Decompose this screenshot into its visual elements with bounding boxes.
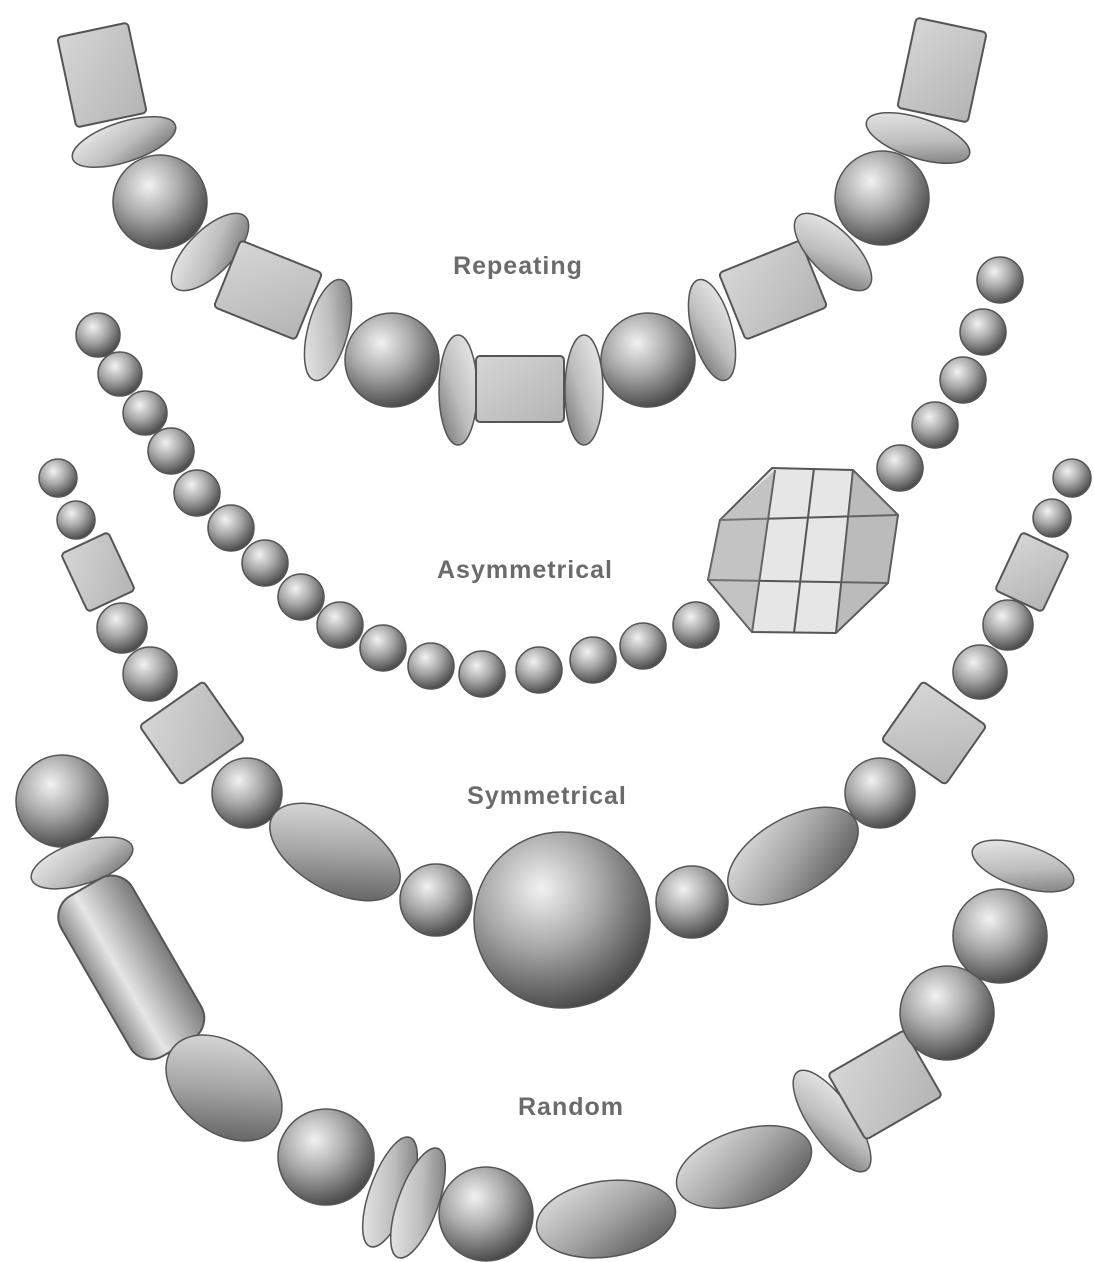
ball-bead bbox=[1053, 459, 1091, 497]
ball-bead bbox=[953, 645, 1007, 699]
ball-bead bbox=[39, 459, 77, 497]
ball-bead bbox=[123, 647, 177, 701]
ball-bead bbox=[57, 501, 95, 539]
ball-bead bbox=[601, 313, 695, 407]
ball-bead bbox=[345, 313, 439, 407]
ball-bead bbox=[877, 445, 923, 491]
ball-bead bbox=[835, 151, 929, 245]
ball-bead bbox=[16, 755, 108, 847]
ball-bead bbox=[1033, 499, 1071, 537]
ball-bead bbox=[459, 651, 505, 697]
ball-bead bbox=[148, 428, 194, 474]
disc-bead bbox=[439, 335, 477, 445]
ball-bead bbox=[673, 602, 719, 648]
block-bead bbox=[476, 356, 564, 422]
ball-bead bbox=[516, 647, 562, 693]
ball-bead bbox=[983, 600, 1033, 650]
ball-bead bbox=[278, 574, 324, 620]
ball-bead bbox=[278, 1109, 374, 1205]
ball-bead bbox=[113, 155, 207, 249]
block-bead bbox=[57, 23, 147, 128]
block-bead bbox=[897, 18, 987, 123]
ball-bead bbox=[977, 257, 1023, 303]
ball-bead bbox=[900, 966, 994, 1060]
ball-bead bbox=[174, 470, 220, 516]
ball-bead bbox=[439, 1167, 533, 1261]
ball-bead bbox=[408, 643, 454, 689]
ball-bead bbox=[960, 309, 1006, 355]
ball-bead bbox=[97, 603, 147, 653]
ball-bead bbox=[123, 391, 167, 435]
ball-bead bbox=[656, 866, 728, 938]
label-symmetrical: Symmetrical bbox=[467, 782, 627, 810]
ball-bead bbox=[76, 313, 120, 357]
ball-bead bbox=[400, 864, 472, 936]
ball-bead bbox=[360, 625, 406, 671]
ball-bead bbox=[940, 357, 986, 403]
label-asymmetrical: Asymmetrical bbox=[437, 556, 613, 584]
block-bead bbox=[61, 532, 135, 612]
ball-bead bbox=[953, 889, 1047, 983]
oval-bead bbox=[666, 1110, 822, 1224]
ball-bead bbox=[242, 540, 288, 586]
ball-bead bbox=[98, 352, 142, 396]
label-random: Random bbox=[518, 1093, 624, 1121]
ball-bead bbox=[620, 623, 666, 669]
ball-bead bbox=[474, 832, 650, 1008]
label-repeating: Repeating bbox=[453, 252, 583, 280]
ball-bead bbox=[912, 402, 958, 448]
ball-bead bbox=[845, 758, 915, 828]
disc-bead bbox=[565, 335, 603, 445]
ball-bead bbox=[570, 637, 616, 683]
ball-bead bbox=[317, 602, 363, 648]
oval-bead bbox=[531, 1172, 680, 1262]
ball-bead bbox=[208, 505, 254, 551]
